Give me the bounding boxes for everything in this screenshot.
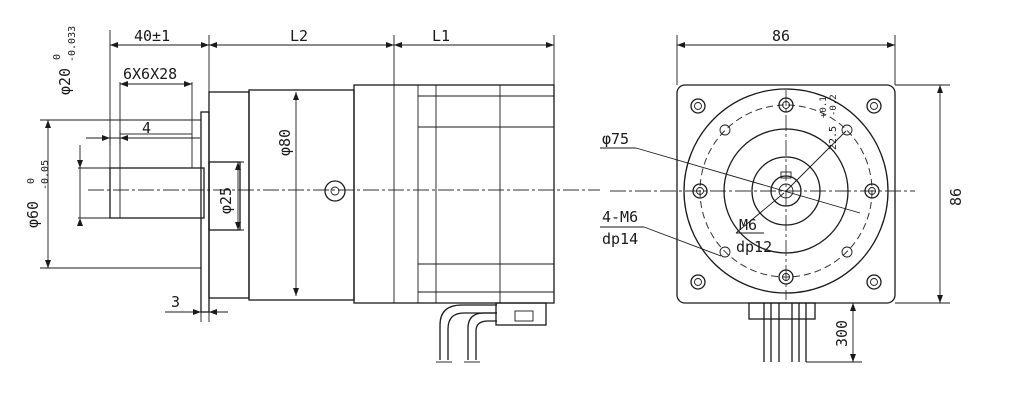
- pilot-tol-lower: -0.05: [40, 160, 51, 190]
- mount-holes-label: 4-M6: [602, 208, 638, 226]
- shaft-end-circle: [770, 175, 802, 207]
- motor-length-label: L1: [432, 27, 450, 45]
- end-keyway: [780, 171, 792, 179]
- motor-cable-2: [467, 312, 497, 360]
- keyway: [119, 133, 193, 169]
- bolt-circle-holes: [692, 97, 880, 285]
- gearbox-length-label: L2: [290, 27, 308, 45]
- center-depth-label: dp12: [736, 238, 772, 256]
- center-tap-hole: [778, 183, 794, 199]
- shaft-tol-upper: 0: [52, 54, 63, 60]
- mount-depth-label: dp14: [602, 230, 638, 248]
- front-flange: [200, 111, 210, 313]
- end-cable-gland: [748, 302, 816, 320]
- gearbox-plug: [324, 180, 346, 202]
- bolt-circle: [699, 104, 873, 278]
- pilot-tol-upper: 0: [26, 178, 37, 184]
- pilot-circle: [751, 156, 821, 226]
- motor-body: [353, 84, 555, 304]
- key-size-label: 6X6X28: [123, 65, 177, 83]
- angle-label: 22.5: [828, 126, 839, 150]
- flange-thickness-label: 3: [171, 293, 180, 311]
- gearbox-body: [248, 89, 355, 301]
- pilot-dia-label: φ60: [24, 201, 42, 228]
- lead-length-label: 300: [833, 320, 851, 347]
- shaft-tol-lower: -0.033: [67, 26, 78, 62]
- gearbox-outer-circle: [683, 88, 889, 294]
- cable-gland: [495, 302, 547, 326]
- angle-tol-lower: -0.2: [829, 94, 839, 116]
- angle-tol-upper: +0.1: [819, 96, 829, 118]
- output-shaft: [109, 167, 205, 219]
- flange-height-label: 86: [947, 188, 965, 206]
- flange-width-label: 86: [772, 27, 790, 45]
- end-cables: [763, 303, 807, 362]
- shaft-dia-label: φ20: [56, 68, 74, 95]
- corner-mounting-holes: [690, 98, 882, 290]
- center-tap-label: M6: [739, 216, 757, 234]
- bolt-circle-dia-label: φ75: [602, 130, 629, 148]
- boss-dia-label: φ25: [217, 187, 235, 214]
- shaft-length-label: 40±1: [134, 27, 170, 45]
- key-offset-label: 4: [142, 119, 151, 137]
- inner-circle: [723, 128, 849, 254]
- side-view: 40±1 L2 L1 6X6X28 4 φ20 0 -0.033: [24, 26, 600, 363]
- motor-cable-1: [439, 304, 497, 360]
- end-view: 86 86 300 φ75 4-M6 dp14 M6 dp12: [600, 27, 965, 363]
- body-dia-label: φ80: [276, 129, 294, 156]
